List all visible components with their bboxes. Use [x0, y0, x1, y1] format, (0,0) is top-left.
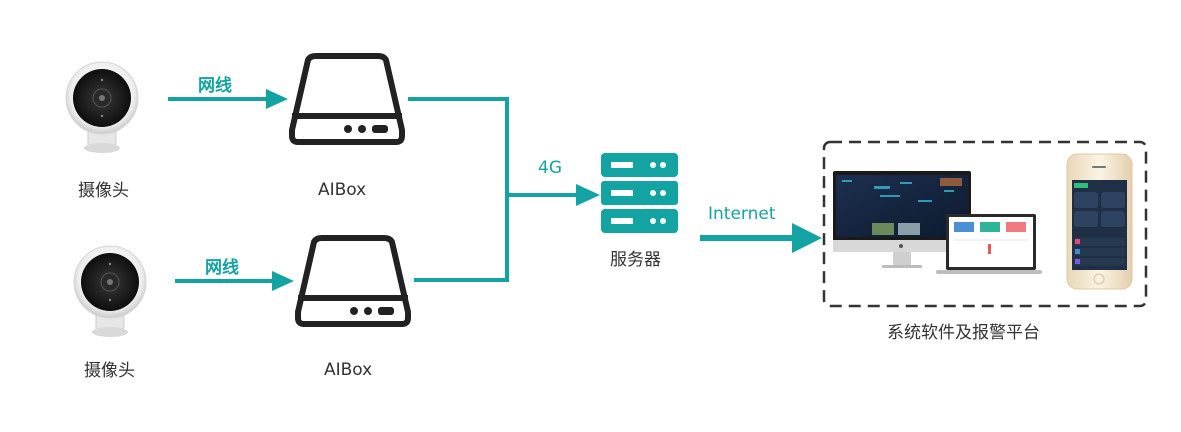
- camera-2-link-label: 网线: [205, 258, 239, 278]
- aibox-1-label: AIBox: [318, 180, 367, 200]
- uplink-arrowhead: [576, 184, 600, 206]
- camera-1-label: 摄像头: [78, 181, 129, 201]
- camera-1-link-label: 网线: [198, 76, 232, 96]
- internet-label: Internet: [708, 204, 776, 224]
- aibox-icon: [289, 53, 405, 145]
- smartphone-icon: [1066, 153, 1133, 290]
- aibox-icon: [295, 235, 411, 327]
- camera-icon: [65, 61, 139, 153]
- laptop-icon: [936, 214, 1042, 274]
- camera-2-label: 摄像头: [84, 361, 135, 381]
- platform-group-border: [822, 140, 1148, 308]
- ethernet-arrow: [168, 89, 288, 109]
- server-label: 服务器: [610, 250, 661, 270]
- camera-icon: [73, 245, 147, 337]
- aibox-2-label: AIBox: [324, 360, 373, 380]
- ethernet-arrow: [175, 271, 294, 291]
- desktop-monitor-icon: [833, 171, 971, 268]
- server-icon: [601, 153, 678, 233]
- uplink-connector: [408, 97, 582, 282]
- uplink-label: 4G: [538, 158, 562, 178]
- internet-arrow: [700, 223, 822, 253]
- platform-label: 系统软件及报警平台: [887, 323, 1040, 343]
